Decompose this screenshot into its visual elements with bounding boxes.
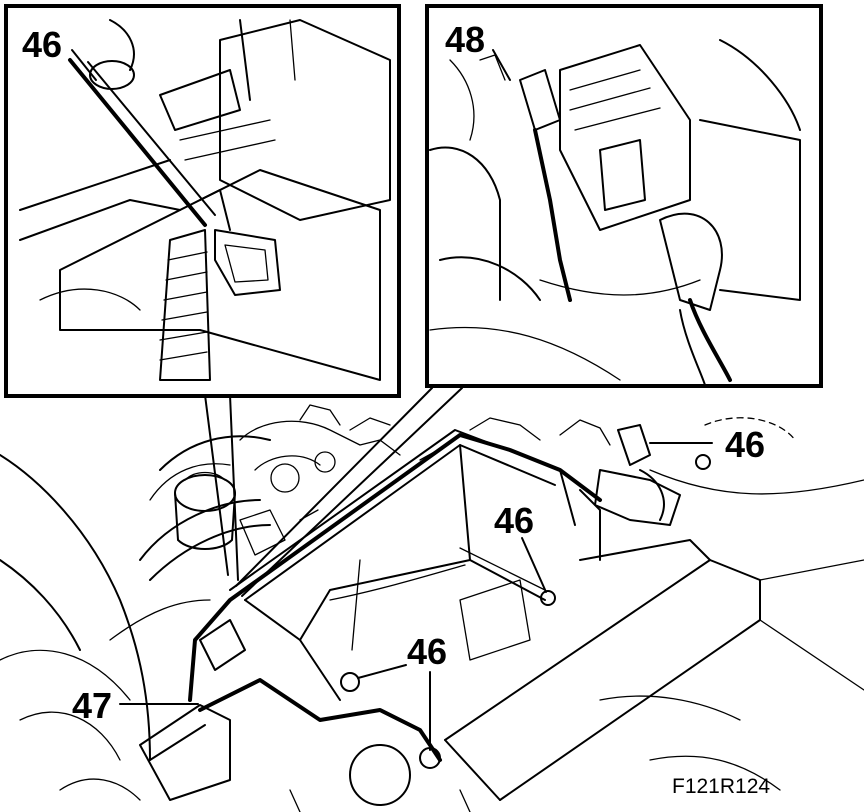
leader-inset-left: [204, 394, 229, 576]
callout-46-top-right: 46: [725, 424, 765, 465]
inset-left: [4, 4, 401, 398]
figure-id: F121R124: [672, 775, 770, 798]
inset-right: [425, 4, 823, 388]
leader-46-inset: [71, 49, 97, 81]
callout-46-center: 46: [494, 500, 534, 541]
leader-46-lower: [357, 664, 407, 679]
callout-47: 47: [72, 685, 112, 726]
leader-inset-right: [235, 387, 433, 587]
leader-46-center: [521, 537, 547, 593]
leader-inset-left-b: [229, 394, 239, 581]
main-view: [0, 404, 864, 812]
callout-46-inset: 46: [22, 24, 62, 65]
callout-48-inset: 48: [445, 19, 485, 60]
leader-inset-right-b: [241, 387, 463, 597]
callout-46-lower: 46: [407, 631, 447, 672]
leader-48-inset: [492, 49, 511, 81]
